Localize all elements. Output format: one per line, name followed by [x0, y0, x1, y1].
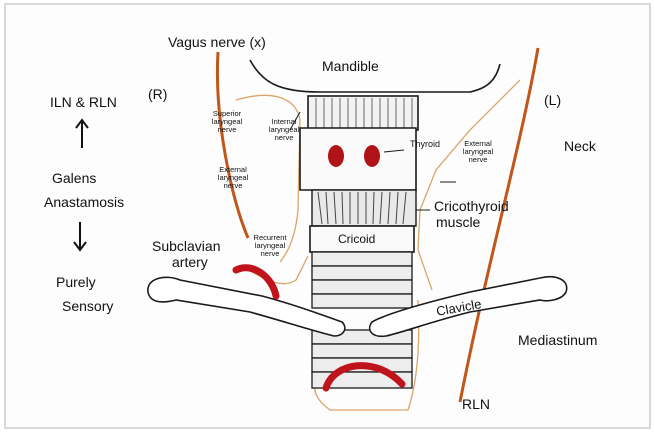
- subclavian-label: Subclavian: [152, 238, 221, 254]
- right-side-label: (R): [148, 86, 167, 102]
- mandible-label: Mandible: [322, 58, 379, 74]
- anastamosis-label: Anastamosis: [44, 194, 124, 210]
- galens-label: Galens: [52, 170, 96, 186]
- artery-label: artery: [172, 254, 208, 270]
- neck-label: Neck: [564, 138, 596, 154]
- sensory-label: Sensory: [62, 298, 113, 314]
- thyroid-label: Thyroid: [410, 139, 440, 149]
- internal-laryngeal-label: Internal laryngeal nerve: [260, 118, 308, 142]
- rln-label: RLN: [462, 396, 490, 412]
- cricoid-label: Cricoid: [338, 232, 375, 246]
- left-side-label: (L): [544, 92, 561, 108]
- external-laryngeal-right-label: External laryngeal nerve: [212, 166, 254, 190]
- thyroid-cartilage: [300, 128, 416, 190]
- recurrent-laryngeal-label: Recurrent laryngeal nerve: [246, 234, 294, 258]
- thyroid-right-foramen: [364, 145, 380, 167]
- iln-rln-label: ILN & RLN: [50, 94, 117, 110]
- purely-label: Purely: [56, 274, 96, 290]
- vagus-nerve-label: Vagus nerve (x): [168, 34, 266, 50]
- external-laryngeal-left-label: External laryngeal nerve: [454, 140, 502, 164]
- superior-laryngeal-label: Superior laryngeal nerve: [205, 110, 249, 134]
- cricothyroid-label: Cricothyroid: [434, 198, 509, 214]
- right-vagus-nerve: [217, 52, 248, 238]
- mediastinum-label: Mediastinum: [518, 332, 597, 348]
- hyoid-bar: [308, 96, 418, 130]
- cricothyroid-muscle-label: muscle: [436, 214, 480, 230]
- left-neck-outline: [418, 80, 520, 290]
- thyroid-left-foramen: [328, 145, 344, 167]
